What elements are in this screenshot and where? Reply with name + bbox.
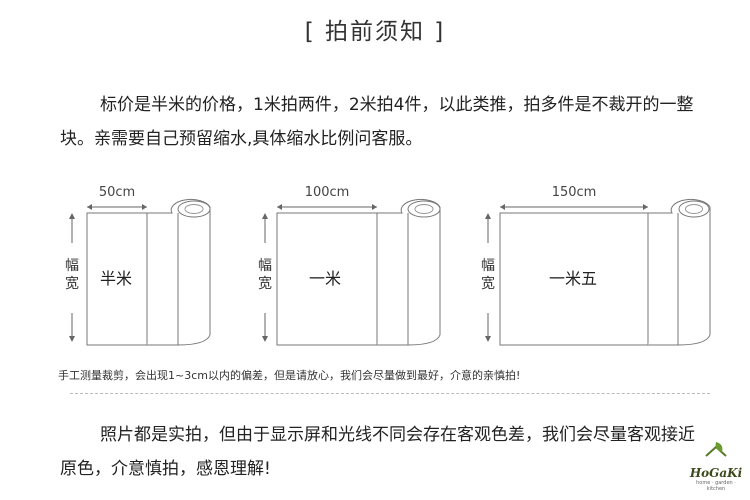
- roll-size-label: 一米: [308, 269, 341, 288]
- pricing-notice: 标价是半米的价格，1米拍两件，2米拍4件，以此类推，拍多件是不裁开的一整块。亲需…: [60, 95, 694, 149]
- roll-diagram-half-meter: 50cm 幅宽 半米: [60, 185, 220, 350]
- brand-logo: HoGaKi home · garden · kitchen: [688, 440, 744, 492]
- page-title: [ 拍前须知 ]: [304, 19, 446, 45]
- leaf-house-icon: [705, 442, 727, 457]
- roll-diagram-one-and-half-meter: 150cm 幅宽 一米五: [478, 185, 714, 350]
- section-divider: [70, 393, 710, 394]
- color-difference-notice: 照片都是实拍，但由于显示屏和光线不同会存在客观色差，我们会尽量客观接近原色，介意…: [60, 425, 695, 479]
- roll-drawing: [262, 198, 441, 346]
- brand-name: HoGaKi: [689, 466, 743, 480]
- height-label: 幅宽: [481, 258, 495, 292]
- roll-size-label: 半米: [99, 269, 132, 288]
- roll-diagram-one-meter: 100cm 幅宽 一米: [255, 185, 445, 350]
- measurement-note: 手工测量裁剪，会出现1~3cm以内的偏差，但是请放心，我们会尽量做到最好，介意的…: [58, 369, 521, 382]
- width-label: 100cm: [304, 185, 350, 200]
- width-label: 150cm: [551, 185, 597, 200]
- brand-tagline: home · garden · kitchen: [696, 480, 736, 492]
- height-label: 幅宽: [65, 258, 79, 292]
- roll-drawing: [69, 198, 211, 346]
- roll-size-label: 一米五: [548, 269, 597, 288]
- height-label: 幅宽: [258, 258, 272, 292]
- roll-drawing: [485, 198, 711, 346]
- width-label: 50cm: [98, 185, 136, 200]
